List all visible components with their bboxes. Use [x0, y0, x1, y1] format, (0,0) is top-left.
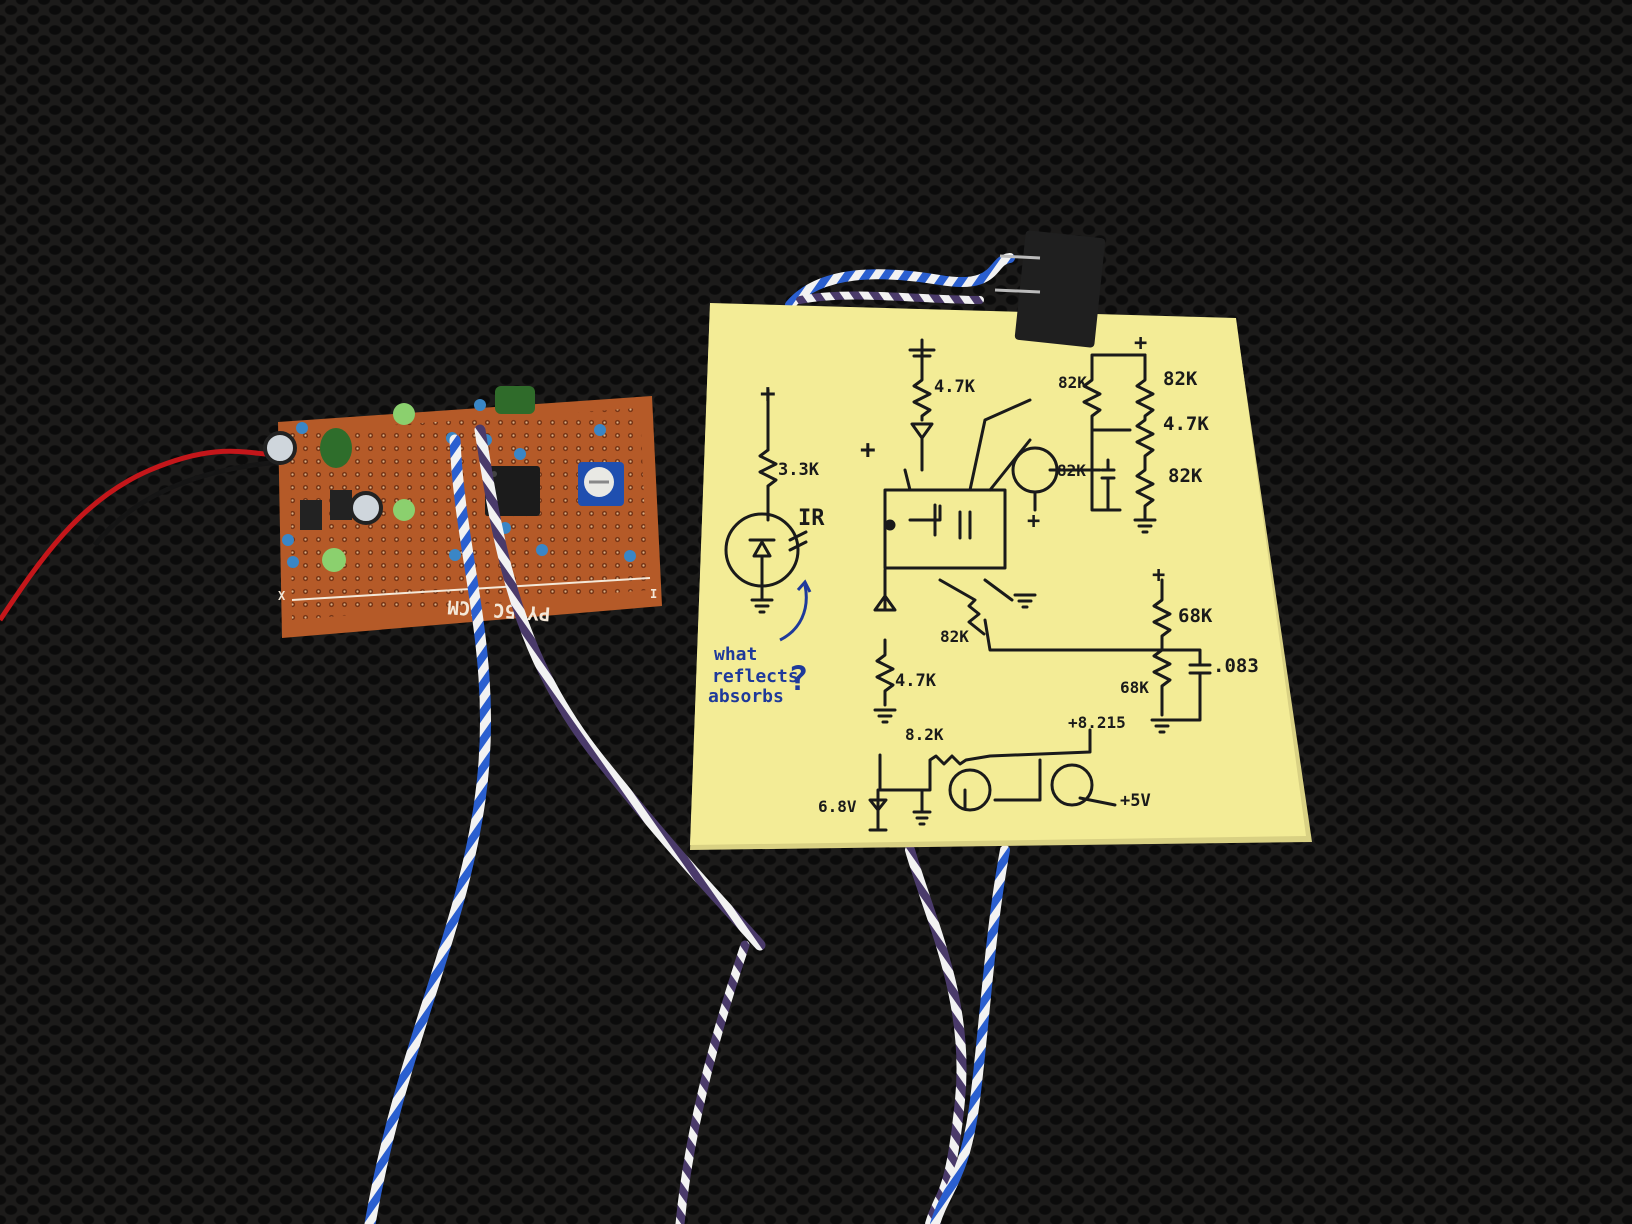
handwritten-note: what reflects absorbs ? [708, 579, 812, 707]
capacitor [320, 428, 352, 468]
label-plus-right: + [1134, 331, 1147, 356]
ic-chip [485, 466, 540, 516]
capacitor [263, 431, 297, 465]
schematic [724, 338, 1212, 832]
ir-sensor-module [994, 230, 1106, 348]
pcb-components [263, 386, 636, 572]
label-plus-photo: + [1027, 509, 1040, 534]
label-cap-083: .083 [1213, 655, 1259, 677]
label-4-7k-top: 4.7K [934, 377, 976, 397]
power-wire [0, 448, 281, 622]
green-led [322, 548, 346, 572]
label-82k-right-bottom: 82K [1168, 465, 1203, 487]
label-82k-right-top: 82K [1163, 368, 1198, 390]
note-what: what [714, 644, 757, 665]
note-question-mark: ? [788, 659, 808, 699]
green-led [393, 403, 415, 425]
capacitor [495, 386, 535, 414]
pcb-edge-mark-x: X [278, 589, 286, 603]
label-6-8v: 6.8V [818, 797, 857, 816]
label-4-7k-bottom: 4.7K [895, 671, 937, 691]
label-8-2k: 8.2K [905, 725, 944, 744]
transistor [300, 500, 322, 530]
perfboard: PY 5C 7CM X I [278, 396, 662, 638]
note-absorbs: absorbs [708, 686, 784, 707]
label-plus-left: + [860, 435, 876, 465]
note-reflects: reflects [712, 666, 799, 687]
label-4-7k-pot: 4.7K [1163, 413, 1209, 435]
label-vin: +8.215 [1068, 713, 1126, 732]
label-82k-feedback: 82K [940, 627, 969, 646]
pcb-edge-mark-i: I [650, 587, 657, 601]
schematic-labels: + 3.3K IR 4.7K + 82K + 82K 4.7K 82K 82K … [760, 331, 1259, 816]
label-82k-bias: 82K [1058, 373, 1087, 392]
label-3-3k: 3.3K [778, 460, 820, 480]
label-ir: IR [798, 506, 825, 531]
label-68k-top: 68K [1178, 605, 1213, 627]
label-plus-ir: + [760, 379, 776, 409]
label-68k-bottom: 68K [1120, 678, 1149, 697]
sticky-note-pad [690, 303, 1312, 850]
green-led [393, 499, 415, 521]
capacitor [349, 491, 383, 525]
label-plus-mid: + [1152, 563, 1165, 588]
label-5v: +5V [1120, 791, 1151, 811]
transistor [330, 490, 352, 520]
label-82k-photo: 82K [1057, 461, 1086, 480]
twisted-wires [364, 253, 1015, 1224]
